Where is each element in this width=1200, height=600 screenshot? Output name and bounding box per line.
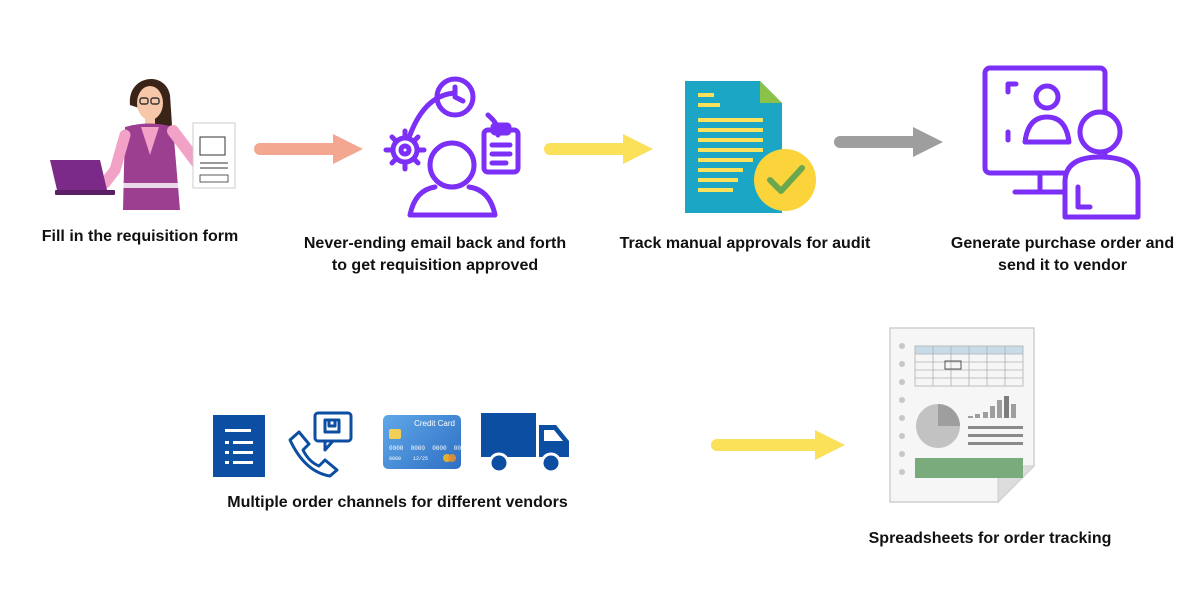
card-logo	[443, 454, 451, 462]
step-3-label: Track manual approvals for audit	[619, 235, 871, 252]
order-channels-icons: Credit Card 0000 0000 0000 0000 0000 12/…	[213, 410, 573, 480]
document-check-icon	[680, 78, 820, 218]
arrow-step5-to-step6	[711, 428, 847, 462]
credit-card-icon: Credit Card 0000 0000 0000 0000 0000 12/…	[383, 415, 468, 469]
delivery-truck-icon	[481, 413, 569, 474]
arrow-step2-to-step3	[544, 132, 655, 166]
arrow-step3-to-step4	[834, 125, 945, 159]
step-2-label: Never-ending email back and forth to get…	[303, 235, 567, 274]
step-5-label: Multiple order channels for different ve…	[227, 494, 568, 511]
step-6-label: Spreadsheets for order tracking	[868, 530, 1112, 547]
credit-card-small: 0000 12/25	[389, 456, 429, 462]
spreadsheet-document-icon	[888, 326, 1038, 506]
person-gear-clock-clipboard-icon	[380, 75, 530, 225]
card-logo-2	[448, 454, 456, 462]
step-1-label: Fill in the requisition form	[41, 228, 239, 245]
phone-chat-icon	[288, 411, 353, 478]
credit-card-number: 0000 0000 0000 0000	[389, 445, 469, 452]
step-1-illustration	[45, 65, 245, 220]
card-chip	[389, 429, 401, 439]
arrow-step1-to-step2	[254, 132, 365, 166]
step-4-label: Generate purchase order and send it to v…	[950, 235, 1175, 274]
order-form-icon	[213, 415, 265, 477]
monitor-user-icon	[980, 62, 1145, 222]
credit-card-title: Credit Card	[414, 419, 455, 428]
